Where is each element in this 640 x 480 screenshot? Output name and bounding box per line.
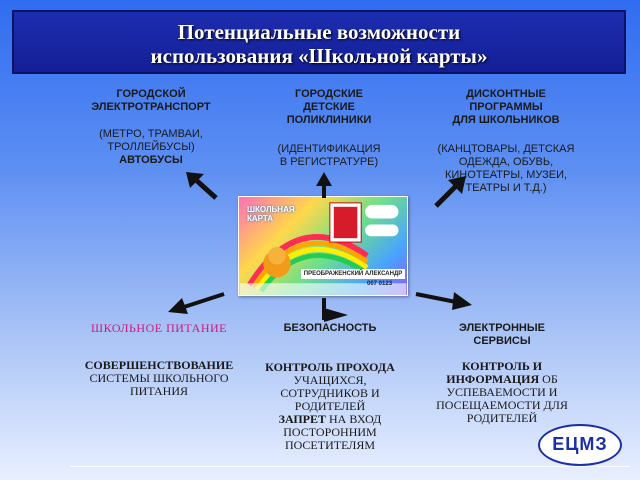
bottom-divider [70,466,630,467]
title-line-2: использования «Школьной карты» [150,44,488,68]
food-desc: СОВЕРШЕНСТВОВАНИЕ СИСТЕМЫ ШКОЛЬНОГО ПИТА… [84,358,234,398]
clinics-block: ГОРОДСКИЕ ДЕТСКИЕ ПОЛИКЛИНИКИ (ИДЕНТИФИК… [254,88,404,169]
arrow-down-left-icon [168,292,225,314]
transport-heading: ГОРОДСКОЙ ЭЛЕКТРОТРАНСПОРТ [91,88,211,113]
security-heading: БЕЗОПАСНОСТЬ [283,322,377,334]
card-label: ШКОЛЬНАЯ КАРТА [247,205,295,223]
discount-heading: ДИСКОНТНЫЕ ПРОГРАММЫ ДЛЯ ШКОЛЬНИКОВ [452,88,560,126]
arrow-down-right-icon [415,292,472,310]
arrow-down-icon [322,298,348,322]
discount-desc: (КАНЦТОВАРЫ, ДЕТСКАЯ ОДЕЖДА, ОБУВЬ, КИНО… [437,143,575,194]
food-block: ШКОЛЬНОЕ ПИТАНИЕ СОВЕРШЕНСТВОВАНИЕ СИСТЕ… [74,322,244,398]
slide-title: Потенциальные возможности использования … [12,10,626,74]
card-holder-name: ПРЕОБРАЖЕНСКИЙ АЛЕКСАНДР [301,269,405,279]
arrow-up-left-icon [186,172,218,200]
arrow-up-right-icon [434,176,466,208]
transport-block: ГОРОДСКОЙ ЭЛЕКТРОТРАНСПОРТ (МЕТРО, ТРАМВ… [76,88,226,167]
transport-desc: (МЕТРО, ТРАМВАИ, ТРОЛЛЕЙБУСЫ) АВТОБУСЫ [99,128,203,166]
services-block: ЭЛЕКТРОННЫЕ СЕРВИСЫ КОНТРОЛЬ И ИНФОРМАЦИ… [424,322,580,425]
arrow-up-icon [316,172,332,198]
clinics-heading: ГОРОДСКИЕ ДЕТСКИЕ ПОЛИКЛИНИКИ [286,88,372,126]
school-card-image: ШКОЛЬНАЯ КАРТА ПРЕОБРАЖЕНСКИЙ АЛЕКСАНДР … [238,196,408,296]
clinics-desc: (ИДЕНТИФИКАЦИЯ В РЕГИСТРАТУРЕ) [277,143,381,168]
company-logo: ЕЦМЗ [538,424,622,466]
security-desc: КОНТРОЛЬ ПРОХОДА УЧАЩИХСЯ, СОТРУДНИКОВ И… [265,360,395,452]
title-line-1: Потенциальные возможности [177,20,461,44]
security-block: БЕЗОПАСНОСТЬ КОНТРОЛЬ ПРОХОДА УЧАЩИХСЯ, … [252,322,408,452]
services-desc: КОНТРОЛЬ И ИНФОРМАЦИЯ ОБ УСПЕВАЕМОСТИ И … [436,359,568,425]
food-heading: ШКОЛЬНОЕ ПИТАНИЕ [91,321,227,335]
services-heading: ЭЛЕКТРОННЫЕ СЕРВИСЫ [459,322,545,347]
card-artwork [239,202,407,295]
card-number: 007 0123 [367,281,393,287]
logo-text: ЕЦМЗ [552,434,608,454]
discount-block: ДИСКОНТНЫЕ ПРОГРАММЫ ДЛЯ ШКОЛЬНИКОВ (КАН… [424,88,588,195]
